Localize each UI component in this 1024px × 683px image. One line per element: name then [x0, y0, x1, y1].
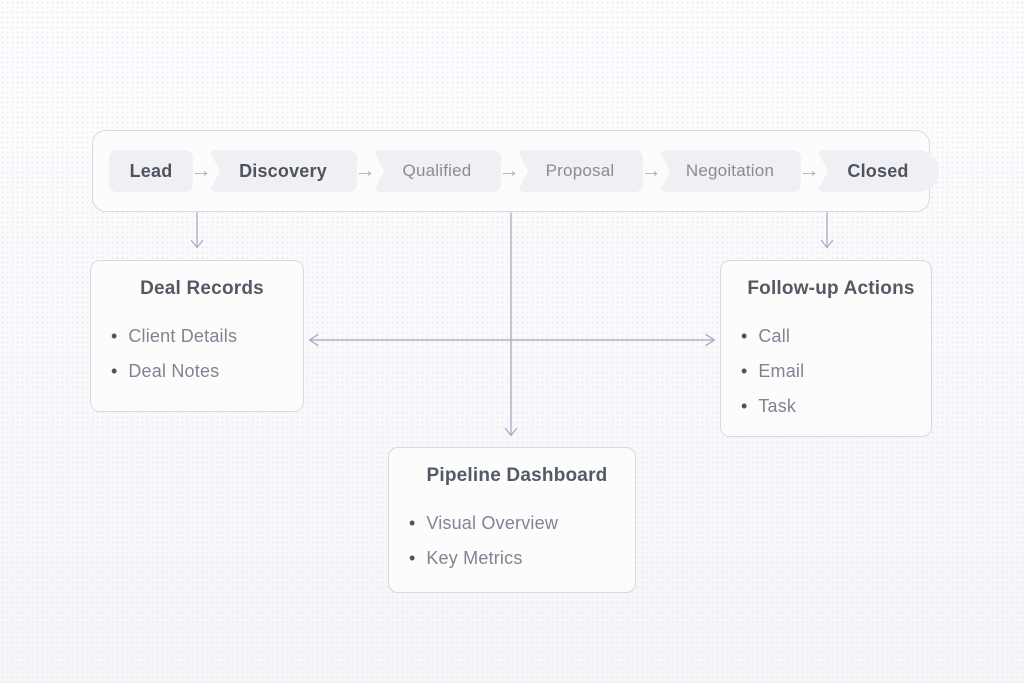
bullet-icon: • [741, 396, 748, 416]
bullet-icon: • [111, 361, 118, 381]
follow-up-actions-title: Follow-up Actions [747, 278, 915, 299]
arrow-deal-records-follow-up-bidirectional [308, 333, 716, 347]
flow-arrow-icon: → [190, 159, 212, 182]
deal-records-box: Deal Records • Client Details • Deal Not… [90, 260, 304, 412]
flow-arrow-icon: → [640, 159, 662, 182]
stage-pill-proposal: Proposal [517, 150, 643, 192]
bullet-icon: • [741, 326, 748, 346]
follow-up-actions-box: Follow-up Actions • Call • Email • Task [720, 260, 932, 437]
deal-records-list: • Client Details • Deal Notes [111, 325, 293, 382]
list-item: • Visual Overview [409, 512, 625, 534]
arrow-bar-to-deal-records [190, 212, 204, 249]
pipeline-dashboard-list: • Visual Overview • Key Metrics [409, 512, 625, 569]
list-item-label: Client Details [128, 326, 238, 346]
list-item: • Call [741, 325, 921, 347]
pipeline-dashboard-box: Pipeline Dashboard • Visual Overview • K… [388, 447, 636, 593]
list-item: • Email [741, 360, 921, 382]
list-item: • Deal Notes [111, 360, 293, 382]
list-item-label: Visual Overview [426, 513, 559, 533]
bullet-icon: • [741, 361, 748, 381]
stage-pill-closed: Closed [817, 150, 939, 192]
arrow-bar-to-pipeline-dashboard [504, 212, 518, 437]
bullet-icon: • [409, 513, 416, 533]
list-item: • Task [741, 395, 921, 417]
flow-arrow-icon: → [798, 159, 820, 182]
flow-arrow-icon: → [354, 159, 376, 182]
list-item-label: Call [758, 326, 791, 346]
stage-pill-lead: Lead [109, 150, 193, 192]
pipeline-dashboard-title: Pipeline Dashboard [426, 465, 608, 486]
deal-records-title: Deal Records [140, 278, 264, 299]
bullet-icon: • [409, 548, 416, 568]
list-item: • Client Details [111, 325, 293, 347]
stage-pill-discovery: Discovery [209, 150, 357, 192]
flow-arrow-icon: → [498, 159, 520, 182]
stage-pill-qualified: Qualified [373, 150, 501, 192]
list-item-label: Task [758, 396, 797, 416]
list-item-label: Email [758, 361, 805, 381]
arrow-bar-to-follow-up-actions [820, 212, 834, 249]
bullet-icon: • [111, 326, 118, 346]
stage-pill-negoitation: Negoitation [659, 150, 801, 192]
list-item-label: Key Metrics [426, 548, 523, 568]
pipeline-stage-bar: Lead → Discovery → Qualified → Proposal … [92, 130, 939, 212]
follow-up-actions-list: • Call • Email • Task [741, 325, 921, 417]
list-item: • Key Metrics [409, 547, 625, 569]
list-item-label: Deal Notes [128, 361, 220, 381]
